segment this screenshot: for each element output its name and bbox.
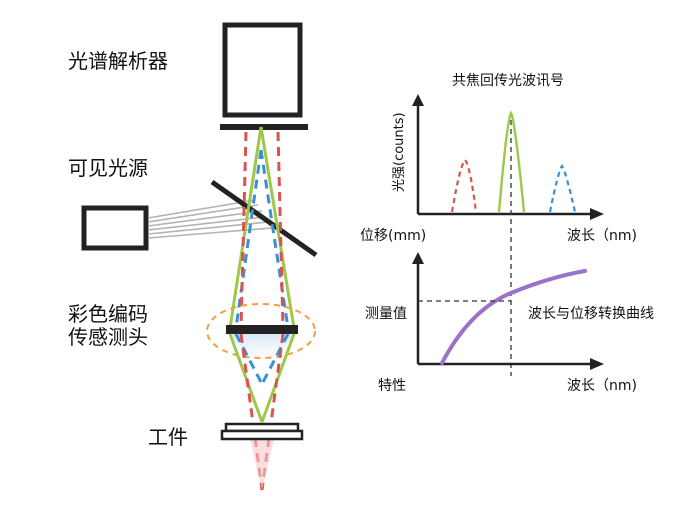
label-light-source: 可见光源: [68, 156, 148, 180]
conversion-curve: [440, 269, 587, 365]
peak-blue: [548, 164, 577, 213]
focus-fill: [250, 440, 274, 490]
label-spectrometer: 光谱解析器: [68, 49, 168, 73]
label-sensor-line2: 传感测头: [68, 325, 148, 349]
label-curve: 波长与位移转换曲线: [528, 305, 654, 322]
peak-red: [450, 158, 478, 213]
label-workpiece: 工件: [148, 425, 188, 449]
label-characteristic: 特性: [378, 378, 406, 394]
green-rays-upper: [228, 126, 296, 329]
sensor-head-lens: [226, 325, 298, 334]
label-wavelength-top: 波长（nm): [567, 228, 637, 244]
workpiece-stage: [220, 422, 304, 441]
green-rays-lower: [228, 333, 296, 423]
label-measured-value: 测量值: [365, 306, 407, 322]
signal-title: 共焦回传光波讯号: [452, 73, 564, 89]
spectrometer-slit: [220, 124, 308, 130]
bottom-plot-x-arrow: [590, 358, 604, 370]
red-rays-lower: [239, 333, 285, 491]
peak-green: [497, 110, 526, 213]
spectrometer-box: [222, 22, 303, 118]
lens-glow: [226, 332, 298, 372]
bottom-plot-y-arrow: [412, 252, 424, 264]
beam-splitter: [210, 179, 318, 258]
label-displacement: 位移(mm): [360, 228, 426, 244]
light-source-box: [81, 205, 149, 251]
sensor-head-highlight: [206, 303, 316, 359]
top-plot-y-arrow: [412, 94, 424, 106]
source-rays: [147, 199, 273, 239]
label-sensor-line1: 彩色编码: [68, 302, 148, 326]
red-rays-upper: [239, 131, 285, 329]
top-plot-x-arrow: [590, 208, 604, 220]
label-wavelength-bottom: 波长（nm): [567, 378, 637, 394]
blue-rays-lower: [234, 333, 290, 385]
label-intensity: 光强(counts): [392, 112, 407, 192]
